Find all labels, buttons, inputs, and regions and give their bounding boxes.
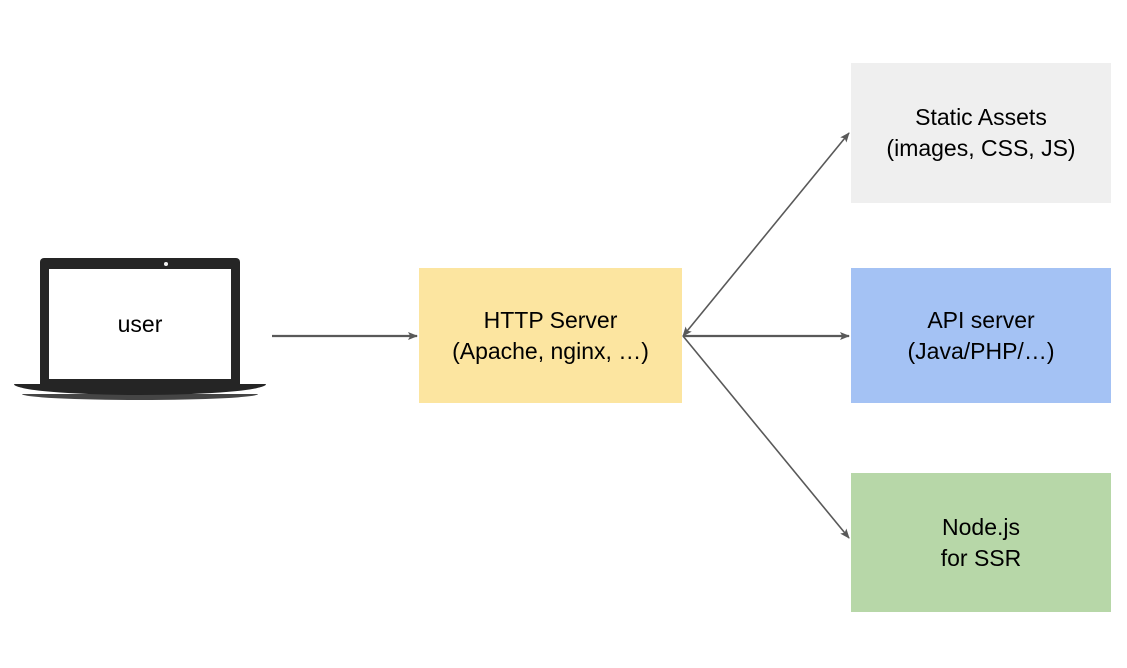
node-api-server-line2: (Java/PHP/…)	[907, 337, 1055, 364]
node-api-server[interactable]: API server (Java/PHP/…)	[851, 268, 1111, 403]
node-static-assets-line1: Static Assets	[915, 104, 1047, 131]
node-static-assets[interactable]: Static Assets (images, CSS, JS)	[851, 63, 1111, 203]
node-http-server[interactable]: HTTP Server (Apache, nginx, …)	[419, 268, 682, 403]
edge-http-server-to-static-assets	[682, 132, 850, 337]
user-laptop: user	[14, 258, 266, 403]
node-nodejs-line1: Node.js	[942, 513, 1020, 540]
user-label: user	[117, 310, 163, 337]
node-http-server-line2: (Apache, nginx, …)	[452, 337, 649, 364]
node-nodejs-ssr[interactable]: Node.js for SSR	[851, 473, 1111, 612]
laptop-screen: user	[49, 269, 231, 379]
node-nodejs-line2: for SSR	[940, 544, 1022, 571]
node-http-server-line1: HTTP Server	[483, 306, 618, 333]
node-api-server-line1: API server	[927, 306, 1035, 333]
node-static-assets-line2: (images, CSS, JS)	[886, 135, 1076, 161]
edge-http-server-to-nodejs	[682, 335, 850, 539]
laptop-base	[14, 384, 266, 395]
laptop-base-shadow	[22, 394, 258, 400]
webcam-icon	[164, 262, 168, 266]
